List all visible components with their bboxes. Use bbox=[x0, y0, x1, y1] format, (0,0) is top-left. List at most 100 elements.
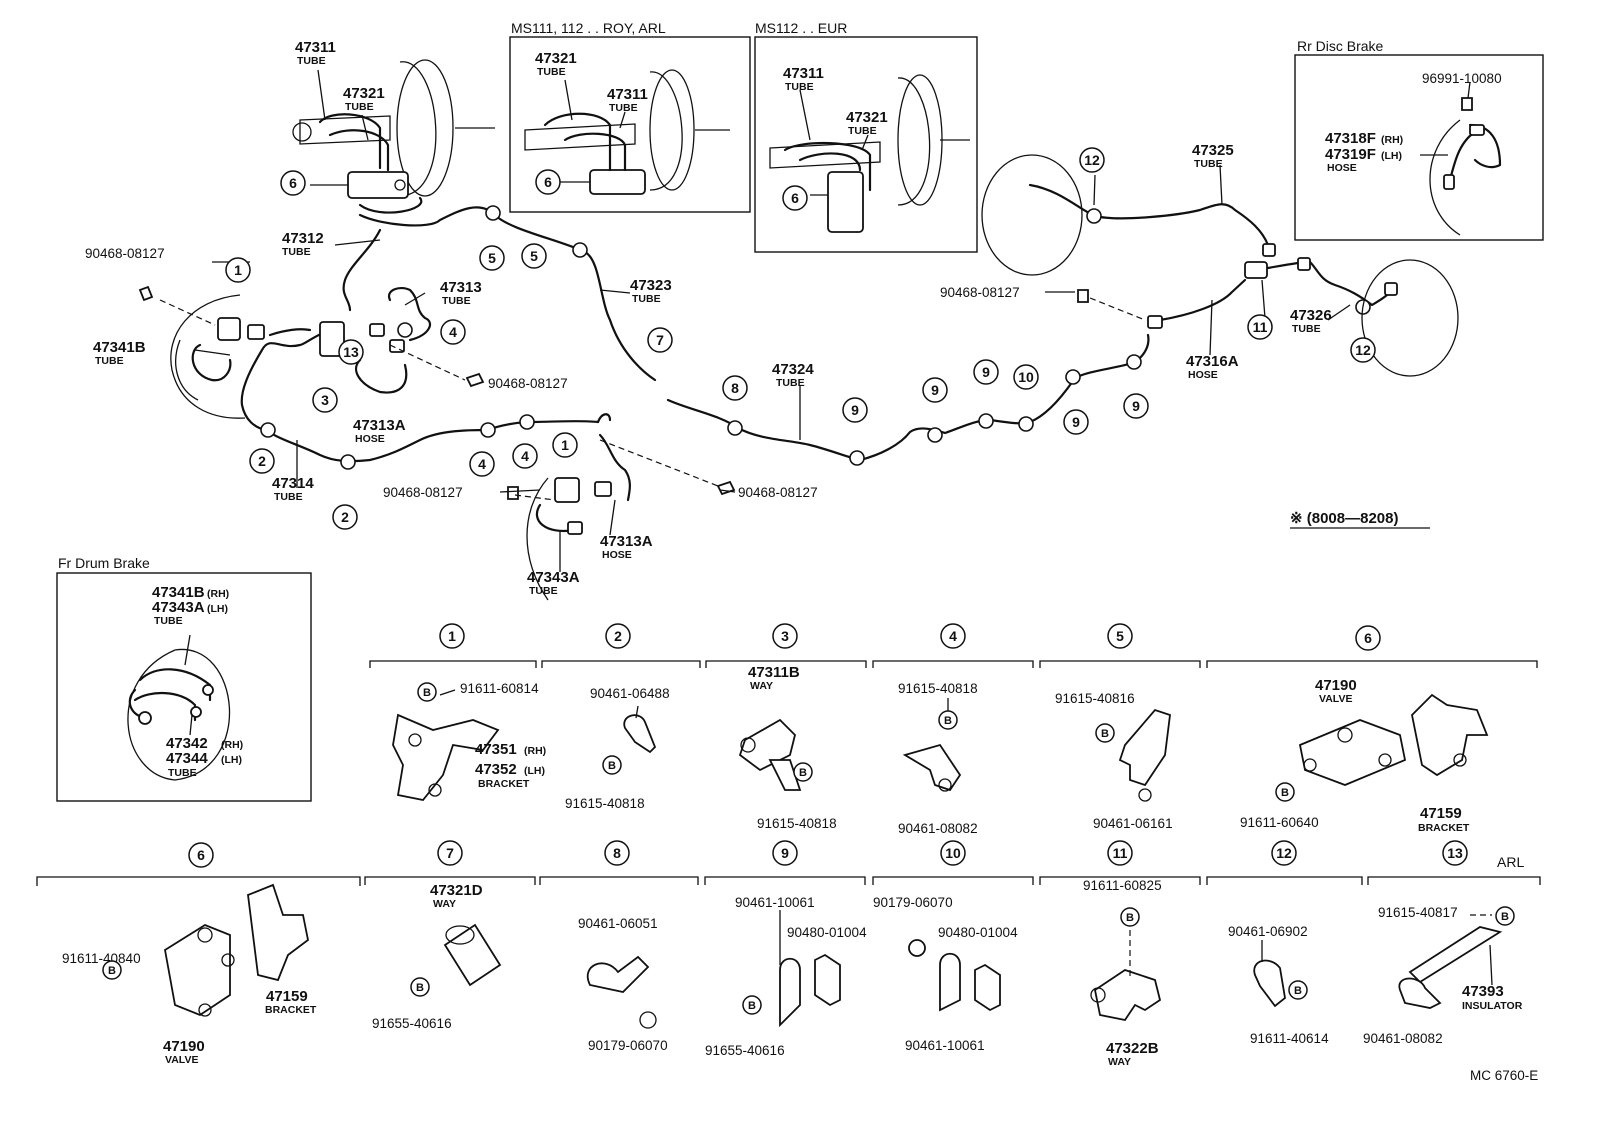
inset-fr-drum-box bbox=[56, 572, 312, 802]
callout-5-2: 5 bbox=[479, 245, 505, 271]
callout-9-18: 9 bbox=[1063, 409, 1089, 435]
svg-text:9: 9 bbox=[931, 382, 939, 398]
inset-fr-drum-drawing bbox=[127, 634, 231, 781]
svg-text:8: 8 bbox=[731, 380, 739, 396]
inset-eur-title: MS112 . . EUR bbox=[755, 20, 847, 36]
inset-roy-title: MS111, 112 . . ROY, ARL bbox=[511, 20, 666, 36]
label-47312: 47312 bbox=[282, 230, 324, 247]
d10-a: 90179-06070 bbox=[873, 895, 953, 910]
label-90468-d: 90468-08127 bbox=[738, 485, 818, 500]
inset-roy-drawing bbox=[524, 69, 730, 195]
callout-12-20: 12 bbox=[1079, 147, 1105, 173]
d12-b: 91611-40614 bbox=[1250, 1031, 1329, 1046]
svg-text:6: 6 bbox=[1364, 630, 1372, 646]
d6a-type-valve: VALVE bbox=[1319, 693, 1352, 705]
callout-2-7: 2 bbox=[249, 448, 275, 474]
rr-type-hose: HOSE bbox=[1327, 162, 1357, 174]
callout-4-10: 4 bbox=[512, 443, 538, 469]
bolt-marker-2: B bbox=[793, 762, 813, 782]
svg-text:B: B bbox=[748, 1000, 756, 1012]
svg-text:6: 6 bbox=[544, 174, 552, 190]
inset-eur-box bbox=[754, 36, 978, 253]
detail-10-clamp-shape bbox=[908, 939, 1001, 1012]
label-47323: 47323 bbox=[630, 277, 672, 294]
type-47312: TUBE bbox=[282, 246, 311, 258]
d8-a: 90461-06051 bbox=[578, 916, 658, 931]
rr-label-47319f: 47319F bbox=[1325, 146, 1376, 163]
label-90468-a: 90468-08127 bbox=[85, 246, 165, 261]
detail-6b-valve-shape bbox=[164, 883, 309, 1017]
detail-7-way-shape bbox=[443, 923, 502, 987]
callout-8-13: 8 bbox=[722, 375, 748, 401]
d9-c: 91655-40616 bbox=[705, 1043, 785, 1058]
bolt-marker-8: B bbox=[742, 995, 762, 1015]
d1-rh: (RH) bbox=[524, 745, 546, 757]
callout-13-38: 13 bbox=[1442, 840, 1468, 866]
type-47343a: TUBE bbox=[529, 585, 558, 597]
detail-13-insulator-shape bbox=[1398, 914, 1503, 1009]
type-47326: TUBE bbox=[1292, 323, 1321, 335]
d6b-c: 47190 bbox=[163, 1038, 205, 1055]
label-47325: 47325 bbox=[1192, 142, 1234, 159]
svg-text:8: 8 bbox=[613, 845, 621, 861]
svg-text:2: 2 bbox=[258, 453, 266, 469]
drum-label-47344: 47344 bbox=[166, 750, 208, 767]
d1-a: 91611-60814 bbox=[460, 681, 539, 696]
svg-text:B: B bbox=[416, 982, 424, 994]
detail-11-way-shape bbox=[1090, 930, 1162, 1022]
svg-text:3: 3 bbox=[781, 628, 789, 644]
d9-a: 90461-10061 bbox=[735, 895, 815, 910]
d2-a: 90461-06488 bbox=[590, 686, 670, 701]
rr-rh-a: (RH) bbox=[1381, 134, 1403, 146]
callout-6-24: 6 bbox=[782, 185, 808, 211]
detail-6a-valve-shape bbox=[1298, 693, 1489, 786]
main-leader-lines bbox=[194, 69, 1351, 572]
callout-9-14: 9 bbox=[842, 397, 868, 423]
drum-label-47343a: 47343A bbox=[152, 599, 205, 616]
bolt-marker-0: B bbox=[417, 682, 437, 702]
svg-text:4: 4 bbox=[949, 628, 957, 644]
callout-1-11: 1 bbox=[552, 432, 578, 458]
type-47341b: TUBE bbox=[95, 355, 124, 367]
d11-a: 91611-60825 bbox=[1083, 878, 1162, 893]
callout-7-12: 7 bbox=[647, 327, 673, 353]
callout-10-35: 10 bbox=[940, 840, 966, 866]
d7-type: WAY bbox=[433, 898, 456, 910]
d5-a: 91615-40816 bbox=[1055, 691, 1135, 706]
callout-6-1: 6 bbox=[280, 170, 306, 196]
svg-text:5: 5 bbox=[530, 248, 538, 264]
drum-lh-b: (LH) bbox=[221, 754, 242, 766]
d7-a: 47321D bbox=[430, 882, 483, 899]
roy-label-47321: 47321 bbox=[535, 50, 577, 67]
callout-9-16: 9 bbox=[973, 359, 999, 385]
callout-6-23: 6 bbox=[535, 169, 561, 195]
d6a-a: 47190 bbox=[1315, 677, 1357, 694]
d13-c: 90461-08082 bbox=[1363, 1031, 1443, 1046]
d3-type: WAY bbox=[750, 680, 773, 692]
clip-shapes bbox=[138, 97, 1473, 500]
drum-label-47341b: 47341B bbox=[152, 584, 205, 601]
svg-text:4: 4 bbox=[449, 324, 457, 340]
date-range: ※ (8008—8208) bbox=[1290, 510, 1398, 527]
svg-text:B: B bbox=[799, 767, 807, 779]
label-47341b: 47341B bbox=[93, 339, 146, 356]
bolt-marker-9: B bbox=[1120, 907, 1140, 927]
drum-label-47342: 47342 bbox=[166, 735, 208, 752]
label-90468-b: 90468-08127 bbox=[488, 376, 568, 391]
eur-label-47321: 47321 bbox=[846, 109, 888, 126]
detail-9-clamp-shape bbox=[779, 910, 841, 1028]
label-47311: 47311 bbox=[295, 39, 336, 56]
detail-8-clamp-shape bbox=[586, 955, 657, 1029]
drum-rh-b: (RH) bbox=[221, 739, 243, 751]
callout-9-15: 9 bbox=[922, 377, 948, 403]
svg-text:1: 1 bbox=[234, 262, 242, 278]
svg-text:B: B bbox=[944, 715, 952, 727]
svg-text:B: B bbox=[1101, 728, 1109, 740]
inset-fr-drum-title: Fr Drum Brake bbox=[58, 555, 150, 571]
label-47314: 47314 bbox=[272, 475, 314, 492]
callout-9-34: 9 bbox=[772, 840, 798, 866]
booster-assembly-main bbox=[292, 59, 495, 214]
callout-12-22: 12 bbox=[1350, 337, 1376, 363]
drum-lh-a: (LH) bbox=[207, 603, 228, 615]
rr-label-47318f: 47318F bbox=[1325, 130, 1376, 147]
